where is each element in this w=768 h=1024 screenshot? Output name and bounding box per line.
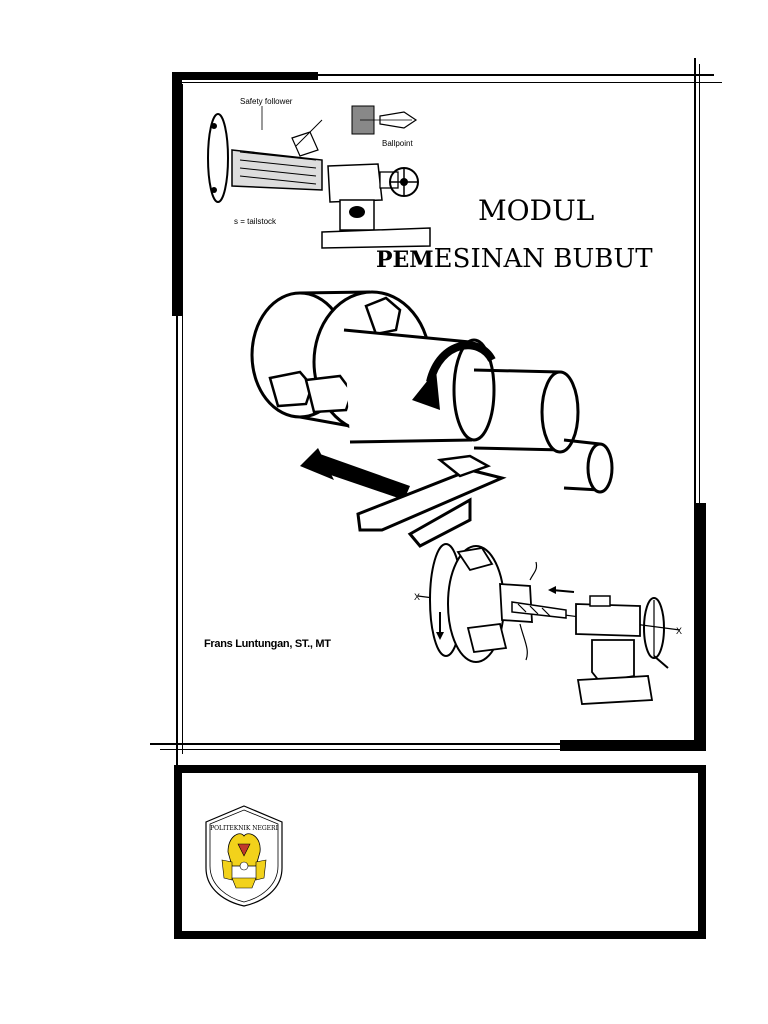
frame-left-bar — [172, 72, 182, 316]
label-safety-follower: Safety follower — [240, 97, 293, 106]
frame-right-line-2 — [699, 64, 700, 504]
label-tailstock: s = tailstock — [234, 217, 277, 226]
frame-left-line-2 — [182, 84, 183, 754]
frame-right-line — [694, 58, 696, 518]
logo-text: POLITEKNIK NEGERI — [210, 825, 279, 832]
frame-bottom-bar — [560, 740, 706, 751]
axis-x-right: X — [676, 626, 682, 636]
frame-left-line — [176, 316, 178, 766]
title-line-2-bold: PEM — [376, 247, 434, 273]
frame-top-bar — [172, 72, 318, 80]
frame-top-line-2 — [182, 82, 722, 83]
frame-right-bar — [694, 503, 706, 751]
axis-x-left: X — [414, 592, 420, 602]
frame-top-line — [318, 74, 714, 76]
logo-box — [174, 765, 706, 939]
frame-bottom-line — [150, 743, 560, 745]
frame-bottom-line-2 — [160, 749, 560, 750]
title-line-2-rest: ESINAN BUBUT — [433, 244, 653, 274]
author-name: Frans Luntungan, ST., MT — [204, 638, 331, 650]
title-line-2: PEMESINAN BUBUT — [376, 244, 653, 274]
label-ballpoint: Ballpoint — [382, 139, 413, 148]
title-line-1: MODUL — [478, 194, 595, 227]
